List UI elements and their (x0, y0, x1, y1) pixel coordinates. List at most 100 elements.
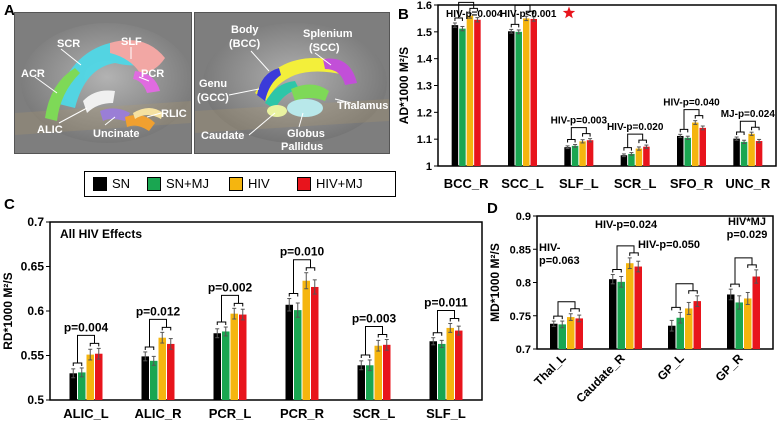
brain-image-left: SCR SLF ACR PCR ALIC RLIC Uncinate (14, 12, 192, 154)
x-tick-label: GP_L (655, 351, 687, 383)
bar (285, 304, 293, 400)
bracket-high (449, 317, 460, 322)
bracket-low (671, 306, 681, 311)
y-axis-label: AD*1000 M²/S (398, 47, 411, 124)
chart-legend: SN SN+MJ HIV HIV+MJ (84, 171, 396, 197)
brain-label-scc: (SCC) (309, 42, 340, 54)
bar (635, 148, 643, 166)
bar (451, 25, 459, 166)
bar (617, 281, 625, 349)
y-tick-label: 0.9 (516, 211, 531, 223)
bracket-top (458, 1, 475, 18)
legend-label-sn: SN (112, 176, 131, 191)
bracket-top (77, 334, 95, 363)
bracket-top (739, 120, 756, 133)
bracket-low (612, 269, 622, 273)
bar (564, 147, 571, 166)
bar (222, 331, 230, 400)
bracket-low (288, 293, 299, 297)
significance-label: p=0.002 (208, 280, 253, 294)
bar (693, 301, 701, 349)
bar (158, 337, 166, 400)
brain-label-rlic: RLIC (161, 108, 187, 120)
y-axis-label: MD*1000 M²/S (488, 243, 502, 322)
y-tick-label: 0.85 (510, 244, 531, 256)
brain-label-splenium: Splenium (303, 28, 353, 40)
bar (141, 356, 149, 400)
bar (150, 360, 158, 400)
brain-label-genu: Genu (199, 78, 227, 90)
brain-label-caudate: Caudate (201, 130, 244, 142)
bar (69, 373, 77, 400)
bar (302, 280, 310, 400)
bracket-top (557, 301, 576, 317)
x-tick-label: PCR_L (209, 406, 252, 421)
bracket-high (694, 115, 704, 119)
legend-label-hiv: HIV (248, 176, 270, 191)
legend-swatch-sn-mj (147, 177, 161, 191)
bar (684, 137, 691, 166)
y-tick-label: 0.65 (21, 260, 45, 274)
x-tick-label: UNC_R (725, 176, 770, 191)
significance-label: HIV-p=0.024 (595, 219, 658, 231)
y-tick-label: 0.55 (21, 349, 45, 363)
x-tick-label: PCR_R (280, 406, 325, 421)
x-tick-label: SFO_R (670, 176, 714, 191)
bar (755, 141, 763, 166)
brain-label-acr: ACR (21, 68, 45, 80)
bracket-low (553, 315, 563, 320)
panel-letter-b: B (398, 6, 409, 23)
x-tick-label: BCC_R (444, 176, 489, 191)
bar (294, 310, 302, 400)
bracket-low (679, 128, 689, 133)
bracket-low (72, 362, 83, 366)
bracket-top (570, 127, 587, 140)
bar (567, 317, 575, 349)
significance-label: HIV-p=0.050 (638, 239, 700, 251)
bracket-top (365, 325, 383, 355)
y-tick-label: 0.8 (516, 278, 531, 290)
bracket-low (567, 139, 576, 143)
bar (455, 330, 463, 400)
bar (676, 317, 684, 349)
bracket-high (233, 302, 244, 307)
bar (466, 15, 474, 166)
brain-label-uncinate: Uncinate (93, 128, 139, 140)
bar (550, 323, 558, 349)
x-tick-label: ALIC_R (135, 406, 183, 421)
bar (239, 314, 247, 400)
brain-image-right: Body (BCC) Splenium (SCC) Genu (GCC) Tha… (194, 12, 390, 154)
bracket-low (144, 346, 155, 350)
significance-label: HIV-p<0.001 (500, 9, 557, 20)
brain-labels-right: Body (BCC) Splenium (SCC) Genu (GCC) Tha… (197, 24, 388, 153)
panel-letter-d: D (487, 200, 498, 217)
bracket-top (616, 245, 635, 270)
bar (628, 153, 635, 166)
bracket-high (305, 267, 316, 271)
legend-label-sn-mj: SN+MJ (166, 176, 209, 191)
legend-swatch-hiv-mj (297, 177, 311, 191)
bar (474, 19, 481, 167)
bracket-high (582, 133, 591, 137)
bracket-low (432, 332, 443, 336)
y-tick-label: 1.5 (417, 27, 432, 39)
y-tick-label: 1.4 (417, 54, 433, 66)
legend-swatch-sn (93, 177, 107, 191)
x-tick-label: SCR_L (614, 176, 657, 191)
significance-label: MJ-p=0.024 (721, 109, 776, 120)
bar (575, 318, 583, 349)
bar (558, 324, 566, 349)
brain-label-alic: ALIC (37, 124, 63, 136)
bracket-high (688, 290, 698, 294)
y-tick-label: 1.2 (417, 107, 432, 119)
significance-label: HIV- (539, 242, 561, 254)
bar (699, 127, 706, 166)
brain-illustration-left (15, 23, 191, 143)
y-tick-label: 0.75 (510, 311, 531, 323)
bar (446, 327, 454, 400)
bar (374, 345, 382, 400)
bracket-high (377, 333, 388, 338)
x-tick-label: SCC_L (501, 176, 544, 191)
